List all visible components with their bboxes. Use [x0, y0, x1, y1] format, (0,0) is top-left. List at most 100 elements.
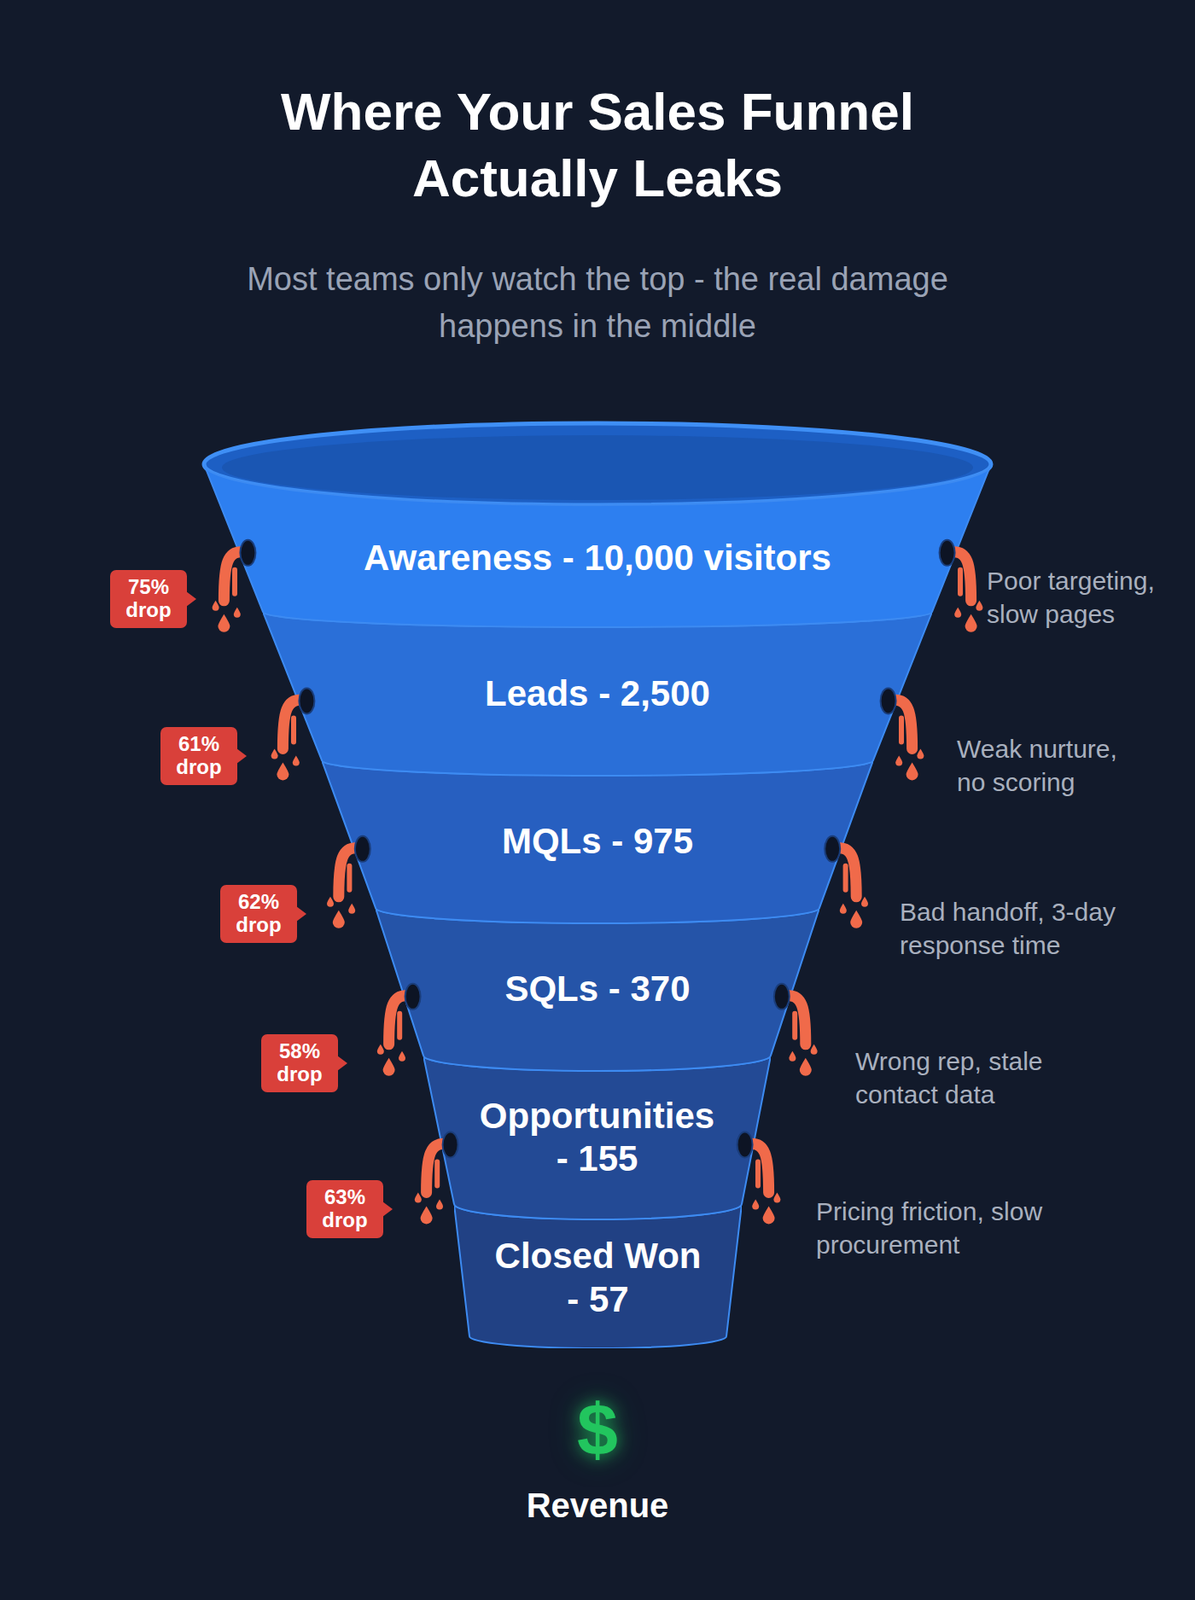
stage-outline	[423, 1055, 771, 1220]
leak-reason-text: Poor targeting, slow pages	[986, 566, 1155, 629]
leak-drip	[957, 570, 963, 595]
stage-label: Closed Won - 57	[487, 1235, 710, 1322]
leak-droplet	[271, 748, 279, 759]
leak-droplet	[799, 1058, 812, 1077]
leak-reason-text: Wrong rep, stale contact data	[855, 1047, 1044, 1109]
leak-droplet	[895, 755, 903, 766]
title-text: Where Your Sales Funnel Actually Leaks	[187, 78, 1008, 211]
drop-percent: 63% drop	[313, 1186, 377, 1233]
leak-droplet	[965, 614, 978, 633]
funnel-stage: Opportunities - 155	[423, 1055, 771, 1220]
callout-pointer	[236, 748, 247, 764]
leak-drip	[346, 866, 352, 891]
leak-stream	[947, 552, 972, 601]
leak-droplet	[975, 600, 983, 612]
stage-label: Awareness - 10,000 visitors	[363, 536, 832, 580]
leak-reason-text: Bad handoff, 3-day response time	[899, 897, 1116, 960]
funnel-stage: MQLs - 975	[321, 760, 874, 924]
stage-text-area: Leads - 2,500	[262, 627, 933, 761]
leak-droplet	[751, 1199, 759, 1210]
leak-reason: Weak nurture, no scoring	[956, 732, 1141, 799]
leak-stream	[282, 699, 307, 749]
leak-droplet	[906, 762, 919, 781]
funnel-rim-inner	[221, 435, 974, 501]
drop-callout: 63% drop	[306, 1180, 384, 1239]
leak-stream	[223, 552, 248, 601]
funnel-stage: Awareness - 10,000 visitors	[204, 464, 991, 628]
leak-stream	[888, 699, 913, 749]
dollar-sign: $	[577, 1388, 618, 1471]
stage-label: Leads - 2,500	[484, 672, 711, 716]
leak-reason: Poor targeting, slow pages	[986, 564, 1188, 631]
leak-droplet	[420, 1206, 433, 1225]
callout-pointer	[337, 1055, 348, 1072]
stage-shape	[454, 1204, 742, 1349]
stage-text-area: Closed Won - 57	[454, 1219, 742, 1337]
leak-droplet	[383, 1058, 396, 1077]
leak-hole	[880, 687, 897, 714]
leak-hole	[405, 984, 421, 1010]
stage-outline	[262, 612, 933, 776]
leak-droplet	[326, 897, 334, 908]
callout-pointer	[296, 906, 307, 922]
leak-droplet	[839, 903, 847, 915]
drop-callout: 58% drop	[261, 1034, 339, 1093]
leak-reason: Wrong rep, stale contact data	[855, 1044, 1103, 1112]
leak-hole	[774, 984, 790, 1010]
leak-drip	[291, 717, 297, 742]
stage-label: SQLs - 370	[504, 967, 690, 1011]
leak-droplet	[436, 1199, 444, 1210]
drop-percent: 61% drop	[167, 733, 231, 780]
leak-reason: Pricing friction, slow procurement	[816, 1195, 1098, 1262]
leak-droplet	[292, 755, 300, 766]
leak-drip	[898, 717, 904, 742]
leak-droplet	[212, 600, 220, 612]
leak-hole	[939, 540, 956, 566]
stage-outline	[454, 1204, 742, 1349]
stage-shape	[423, 1055, 771, 1220]
revenue-label: Revenue	[0, 1485, 1195, 1527]
leak-droplet	[861, 897, 869, 908]
funnel-stage: Leads - 2,500	[262, 612, 933, 776]
callout-pointer	[186, 591, 197, 607]
dollar-icon: $	[0, 1389, 1195, 1471]
leak-droplet	[916, 748, 924, 759]
leak-stream	[338, 848, 363, 898]
leak-droplet	[398, 1051, 406, 1062]
leak-stream	[426, 1143, 451, 1193]
leak-stream	[745, 1143, 770, 1193]
leak-droplet	[414, 1192, 422, 1203]
leak-hole	[355, 836, 371, 863]
leak-reason-text: Weak nurture, no scoring	[956, 734, 1118, 797]
funnel-stage: Closed Won - 57	[454, 1204, 742, 1349]
leak-hole	[737, 1131, 753, 1158]
leak-droplet	[233, 607, 241, 618]
leak-drip	[755, 1161, 761, 1186]
stage-label: Opportunities - 155	[469, 1095, 726, 1182]
leak-droplet	[348, 903, 356, 915]
callout-pointer	[382, 1201, 393, 1218]
drop-percent: 75% drop	[116, 576, 181, 623]
stage-text-area: MQLs - 975	[321, 775, 874, 909]
stage-text-area: SQLs - 370	[375, 923, 820, 1056]
leak-drip	[843, 866, 849, 891]
leak-stream	[781, 996, 806, 1045]
stage-outline	[321, 760, 874, 924]
title: Where Your Sales Funnel Actually Leaks	[0, 78, 1195, 211]
drop-callout: 75% drop	[110, 570, 187, 629]
subtitle-text: Most teams only watch the top - the real…	[187, 256, 1008, 350]
subtitle: Most teams only watch the top - the real…	[0, 256, 1195, 350]
leak-reason-text: Pricing friction, slow procurement	[816, 1197, 1043, 1260]
leak-droplet	[377, 1044, 385, 1056]
drop-callout: 61% drop	[160, 727, 238, 786]
revenue-text: Revenue	[526, 1486, 670, 1525]
leak-stream	[389, 996, 414, 1045]
leak-droplet	[954, 607, 962, 618]
leak-droplet	[332, 910, 345, 929]
leak-drip	[792, 1014, 798, 1038]
leak-droplet	[810, 1044, 818, 1056]
leak-droplet	[773, 1192, 781, 1203]
leak-droplet	[217, 614, 230, 633]
drop-percent: 62% drop	[227, 891, 291, 938]
leak-reason: Bad handoff, 3-day response time	[899, 895, 1173, 962]
